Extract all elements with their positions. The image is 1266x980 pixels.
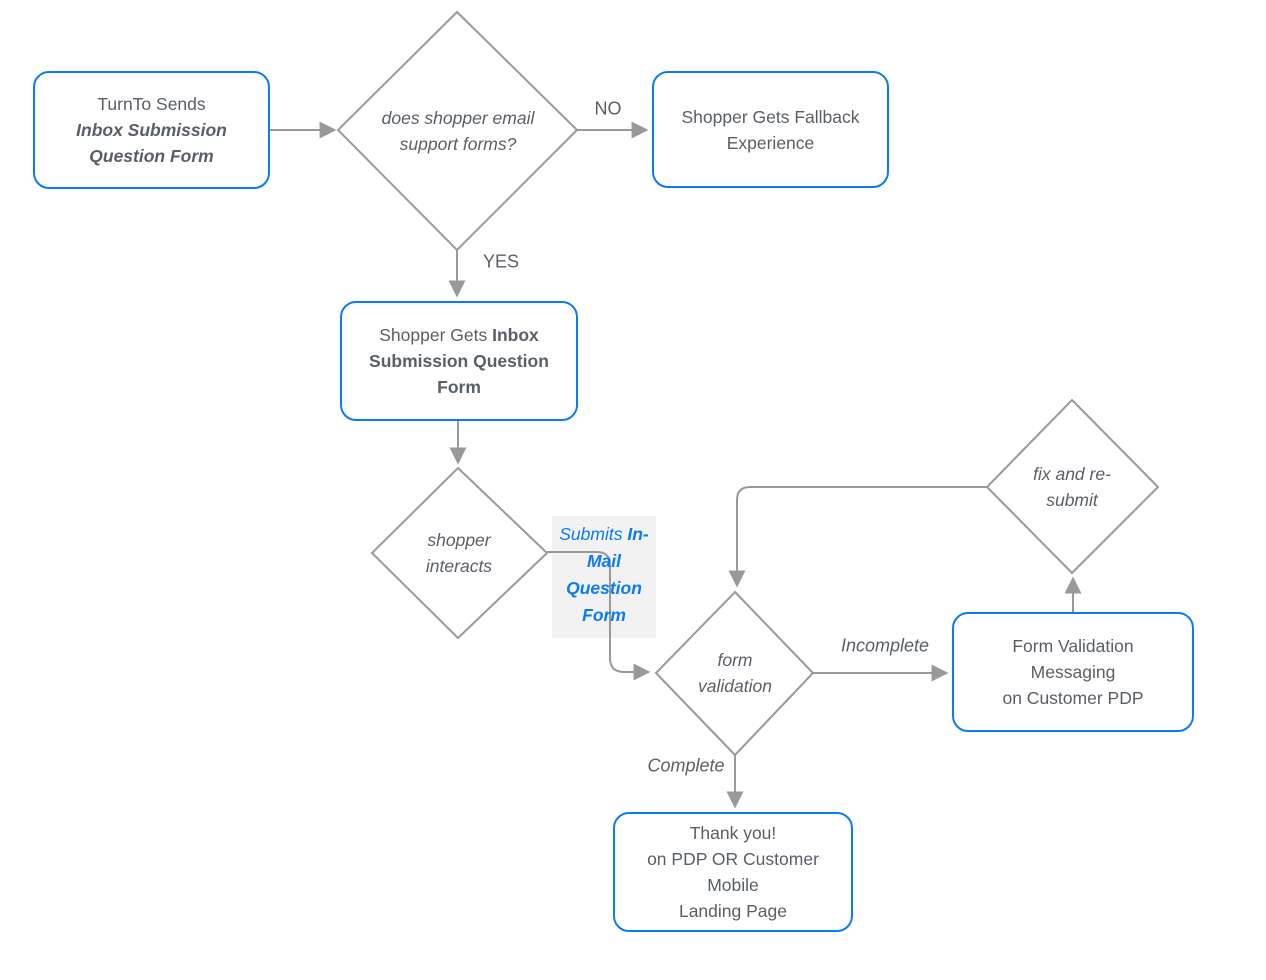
node-shopper-gets-fallback: Shopper Gets Fallback Experience (652, 71, 889, 188)
node-text-line: on PDP OR Customer (647, 849, 819, 869)
node-validation-msg-text: Form Validation Messaging on Customer PD… (1002, 633, 1143, 711)
connector-submits-to-form-validation (547, 551, 651, 681)
edge-label-no: NO (594, 98, 622, 119)
node-text-line: Thank you! (689, 823, 777, 843)
decision-form-validation-label: form validation (698, 650, 772, 696)
node-thank-you: Thank you! on PDP OR Customer Mobile Lan… (613, 812, 853, 932)
edge-label-submits-bold: In-Mail Question Form (566, 524, 649, 625)
edge-label-complete: Complete (647, 755, 725, 776)
node-turnto-sends-text: TurnTo Sends Inbox Submission Question F… (45, 91, 258, 169)
node-shopper-gets-inbox-form: Shopper Gets Inbox Submission Question F… (340, 301, 578, 421)
edge-label-yes: YES (482, 251, 520, 272)
edge-label-incomplete: Incomplete (840, 635, 930, 656)
link-label-background (552, 516, 656, 638)
node-text-regular: TurnTo Sends (97, 94, 206, 114)
decision-fix-resubmit-diamond (985, 398, 1160, 575)
node-text-line: Landing Page (678, 901, 787, 921)
decision-fix-resubmit-label: fix and re-submit (1033, 464, 1111, 510)
node-turnto-sends: TurnTo Sends Inbox Submission Question F… (33, 71, 270, 189)
node-thankyou-text: Thank you! on PDP OR Customer Mobile Lan… (647, 820, 819, 924)
node-text-regular: Shopper Gets (379, 325, 488, 345)
node-text-line: Mobile (707, 875, 759, 895)
node-form-validation-messaging: Form Validation Messaging on Customer PD… (952, 612, 1194, 732)
node-fallback-text: Shopper Gets Fallback Experience (681, 106, 860, 153)
decision-email-support-label: does shopper email support forms? (381, 108, 535, 154)
decision-shopper-interacts-diamond (370, 466, 549, 640)
edge-label-submits-regular: Submits (559, 524, 623, 544)
node-text-bold: Inbox Submission Question Form (369, 325, 549, 397)
node-inbox-form-text: Shopper Gets Inbox Submission Question F… (352, 322, 566, 400)
node-text-line: Messaging (1030, 662, 1116, 682)
node-text-bold-italic: Inbox Submission Question Form (76, 120, 227, 166)
connector-fix-resubmit-to-form-validation (728, 486, 987, 588)
node-text-line: Form Validation (1012, 636, 1134, 656)
node-text-line: on Customer PDP (1002, 688, 1144, 708)
edge-label-submits-in-mail-question-form: Submits In-Mail Question Form (552, 516, 656, 638)
decision-shopper-interacts-label: shopper interacts (425, 530, 493, 576)
